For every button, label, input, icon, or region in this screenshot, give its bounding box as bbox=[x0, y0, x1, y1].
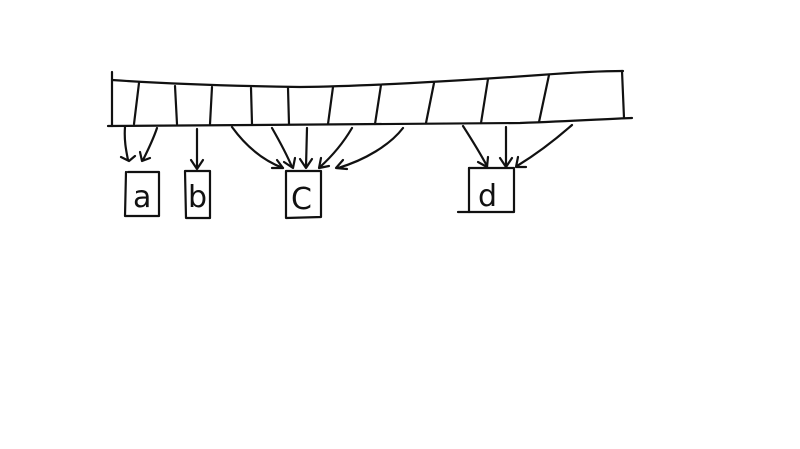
box-label: d bbox=[478, 179, 497, 214]
cell-divider bbox=[286, 86, 291, 126]
array-bottom-edge bbox=[106, 116, 634, 128]
cell-divider bbox=[479, 77, 490, 125]
arrow bbox=[515, 123, 574, 168]
cell-divider bbox=[373, 83, 383, 126]
cell-divider bbox=[326, 85, 335, 126]
array-strip bbox=[106, 69, 634, 128]
arrow-head bbox=[138, 150, 152, 163]
box-label: b bbox=[188, 180, 207, 215]
arrow-head bbox=[334, 158, 349, 171]
arrow bbox=[123, 125, 130, 162]
box-b: b bbox=[183, 169, 212, 220]
cell-divider bbox=[173, 84, 179, 126]
arrow-head bbox=[119, 154, 137, 163]
box-label: a bbox=[133, 180, 151, 215]
arrow-head bbox=[282, 156, 297, 170]
box-d: d bbox=[456, 166, 516, 214]
array-top-edge bbox=[110, 69, 625, 89]
box-outline bbox=[456, 166, 516, 214]
cell-divider bbox=[537, 73, 551, 124]
arrows-to-a bbox=[119, 125, 159, 163]
arrow-head bbox=[270, 158, 285, 170]
box-outline bbox=[123, 170, 161, 218]
box-c: C bbox=[284, 169, 323, 220]
cell-divider bbox=[249, 86, 254, 126]
arrow-head bbox=[189, 158, 205, 171]
cell-divider bbox=[132, 81, 141, 126]
box-outline bbox=[183, 169, 212, 220]
arrows-to-b bbox=[189, 127, 205, 171]
cell-divider bbox=[424, 81, 436, 125]
box-label: C bbox=[291, 182, 312, 217]
arrow bbox=[318, 126, 354, 169]
arrow-head bbox=[317, 156, 331, 170]
box-a: a bbox=[123, 170, 161, 218]
arrows-to-c bbox=[230, 125, 405, 171]
arrow bbox=[141, 126, 159, 162]
arrows-to-d bbox=[461, 123, 574, 169]
arrow-head bbox=[514, 155, 528, 169]
arrow bbox=[461, 124, 489, 168]
arrow bbox=[270, 126, 294, 169]
arrow bbox=[304, 126, 309, 169]
cell-divider bbox=[208, 85, 214, 126]
array-right-edge bbox=[620, 69, 626, 120]
box-outline bbox=[284, 169, 323, 220]
arrow bbox=[230, 125, 285, 170]
arrow-head bbox=[298, 157, 314, 170]
arrow bbox=[336, 126, 405, 170]
